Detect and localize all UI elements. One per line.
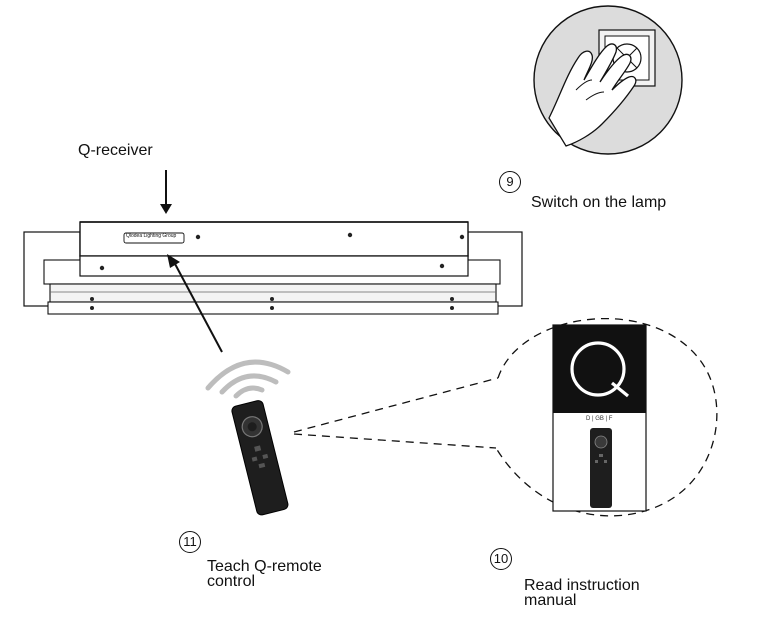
manual-callout [293, 318, 718, 517]
step-9-number: 9 [499, 171, 521, 193]
teach-remote-line1: Teach Q-remote [207, 558, 322, 575]
instruction-manual [552, 324, 647, 512]
manual-cover [553, 325, 646, 413]
read-manual-label: Read instruction manual [524, 577, 640, 609]
q-logo-icon [570, 341, 630, 398]
wireless-signal-icon [205, 359, 291, 399]
hand-pressing-switch-icon [548, 43, 637, 147]
read-manual-line1: Read instruction [524, 577, 640, 594]
step-11-number: 11 [179, 531, 201, 553]
remote-control-icon [231, 400, 289, 516]
teach-remote-line2: control [207, 573, 256, 590]
teach-arrow [167, 254, 223, 353]
q-receiver-label: Q-receiver [78, 142, 153, 159]
receiver-label-plate [123, 232, 185, 244]
receiver-brand-text: Qlodea Lighting Group [126, 233, 177, 239]
lamp-screws [90, 297, 454, 310]
receiver-arrow [160, 170, 172, 214]
manual-remote-image [590, 428, 612, 508]
switch-on-label: Switch on the lamp [531, 194, 667, 211]
q-receiver-box [79, 221, 469, 277]
read-manual-line2: manual [524, 592, 577, 609]
switch-hand-illustration [533, 5, 683, 155]
step-10-number: 10 [490, 548, 512, 570]
manual-languages: D | GB | F [586, 416, 613, 422]
teach-remote-label: Teach Q-remote control [207, 558, 322, 590]
